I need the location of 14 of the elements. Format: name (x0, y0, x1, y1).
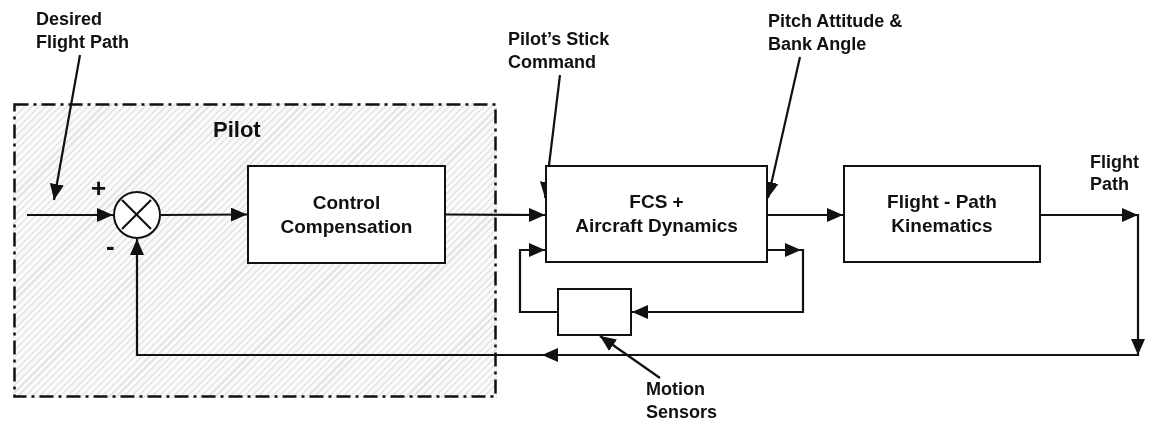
sign-label: - (106, 231, 115, 263)
annotation-text: Desired Flight Path (36, 8, 148, 55)
signal-label: Flight Path (1090, 152, 1140, 196)
annotation-text: Motion Sensors (646, 378, 756, 425)
process-box: Control Compensation (247, 165, 446, 264)
region-title: Pilot (213, 117, 261, 143)
annotation-text: Pitch Attitude & Bank Angle (768, 10, 908, 57)
sensor-box (557, 288, 632, 336)
process-box: Flight - Path Kinematics (843, 165, 1041, 263)
pilot-region (13, 103, 497, 398)
summing-junction (113, 191, 161, 239)
annotation-text: Pilot’s Stick Command (508, 28, 634, 75)
sign-label: + (91, 173, 107, 205)
process-box: FCS + Aircraft Dynamics (545, 165, 768, 263)
